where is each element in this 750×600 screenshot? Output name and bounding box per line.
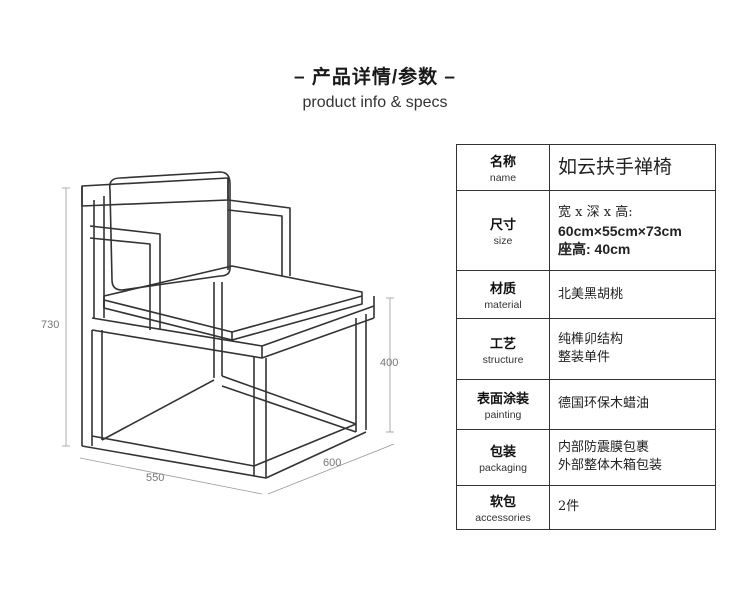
spec-value-size: 60cm×55cm×73cm — [558, 222, 682, 239]
spec-value-material: 北美黑胡桃 — [558, 286, 624, 302]
spec-row-structure: 工艺 structure 纯榫卯结构 整装单件 — [456, 318, 716, 380]
specs-table: 名称 name 如云扶手禅椅 尺寸 size 宽 x 深 x 高: 60cm×5… — [456, 143, 716, 531]
spec-row-size: 尺寸 size 宽 x 深 x 高: 60cm×55cm×73cm 座高: 40… — [456, 190, 716, 272]
spec-label-zh: 表面涂装 — [476, 390, 529, 406]
spec-value-seat-height: 座高: 40cm — [558, 240, 631, 257]
page-title: – 产品详情/参数 – — [294, 67, 456, 88]
spec-label-en: name — [489, 172, 517, 185]
spec-label-zh: 工艺 — [489, 335, 516, 351]
spec-row-name: 名称 name 如云扶手禅椅 — [456, 143, 716, 192]
spec-value-packaging-2: 外部整体木箱包装 — [558, 458, 663, 474]
spec-value-structure-2: 整装单件 — [558, 350, 611, 366]
spec-label-zh: 尺寸 — [489, 217, 516, 233]
spec-label-en: painting — [484, 408, 522, 421]
spec-label-zh: 软包 — [489, 493, 516, 509]
spec-label-en: size — [493, 235, 513, 248]
spec-label-zh: 包装 — [489, 443, 516, 459]
spec-value-painting: 德国环保木蜡油 — [558, 396, 650, 412]
spec-label-en: material — [484, 299, 522, 312]
dimension-lines — [62, 187, 395, 495]
depth-dimension-label: 600 — [323, 457, 341, 469]
height-dimension-label: 730 — [41, 319, 59, 331]
width-dimension-label: 550 — [146, 472, 164, 484]
page-subtitle: product info & specs — [302, 94, 448, 111]
spec-value-name: 如云扶手禅椅 — [558, 156, 673, 178]
spec-row-accessories: 软包 accessories 2件 — [456, 484, 716, 531]
seat-height-dimension-label: 400 — [380, 357, 398, 369]
spec-label-zh: 材质 — [489, 281, 516, 297]
spec-value-structure-1: 纯榫卯结构 — [558, 332, 624, 348]
spec-label-zh: 名称 — [489, 154, 516, 170]
spec-row-material: 材质 material 北美黑胡桃 — [456, 270, 716, 320]
spec-row-painting: 表面涂装 painting 德国环保木蜡油 — [456, 378, 716, 430]
spec-label-en: structure — [482, 353, 524, 366]
spec-label-en: packaging — [479, 461, 527, 474]
spec-value-packaging-1: 内部防震膜包裹 — [558, 440, 650, 456]
chair-outline — [81, 171, 375, 479]
spec-row-packaging: 包装 packaging 内部防震膜包裹 外部整体木箱包装 — [456, 428, 716, 486]
spec-value-size-caption: 宽 x 深 x 高: — [558, 204, 633, 220]
spec-value-accessories: 2件 — [558, 499, 580, 515]
spec-label-en: accessories — [475, 511, 531, 524]
